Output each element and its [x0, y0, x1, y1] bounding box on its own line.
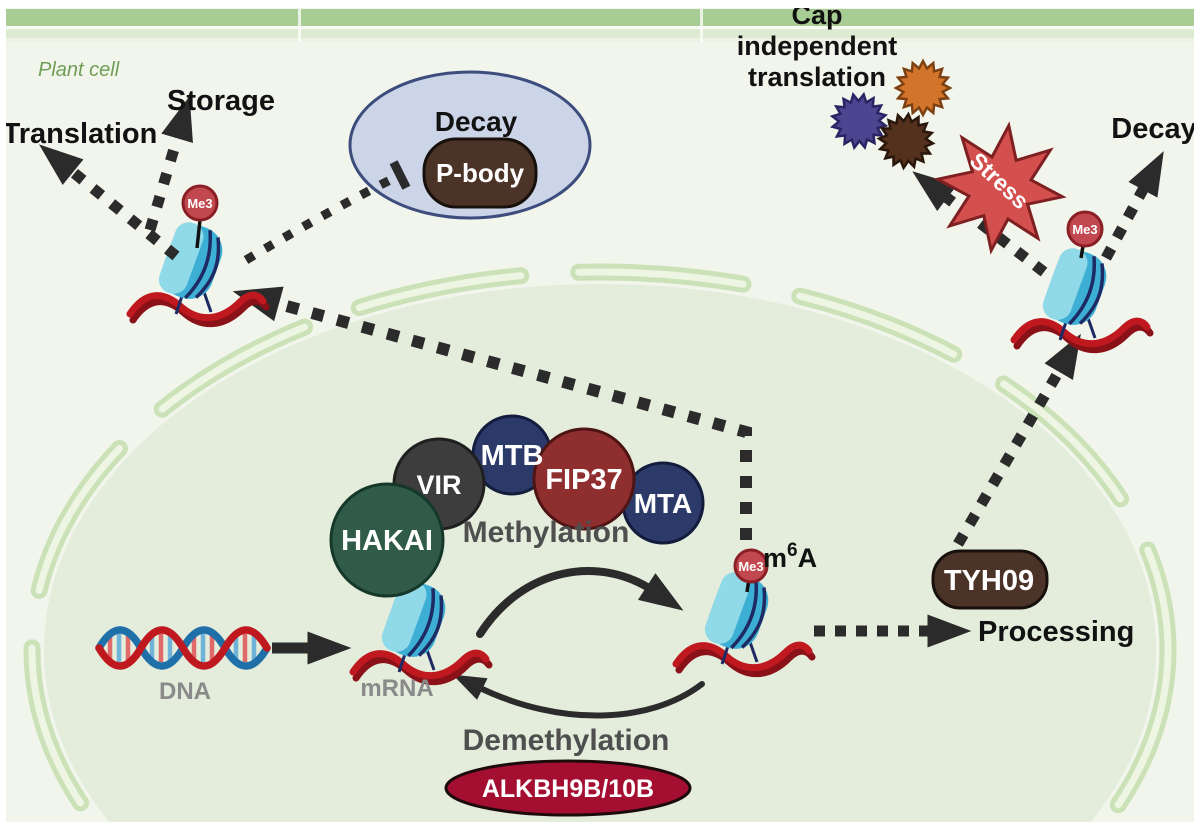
dna-helix [95, 626, 271, 670]
pbody-text: P-body [436, 158, 525, 188]
me3-badge-left: Me3 [181, 184, 219, 249]
processing-label: Processing [978, 616, 1134, 648]
writer-label-hakai: HAKAI [341, 525, 433, 557]
tyh09-export-arrow [953, 333, 1081, 547]
cap-line3: translation [748, 62, 886, 92]
tyh09-text: TYH09 [944, 565, 1034, 597]
wall-seam [298, 9, 301, 42]
cap-line2: independent [737, 31, 898, 61]
writer-label-mta: MTA [634, 488, 693, 519]
stress-star: Stress [933, 121, 1067, 255]
methylation-label: Methylation [463, 516, 630, 549]
m6a-label: m6A [763, 540, 817, 573]
starburst-orange-protein [893, 58, 953, 118]
me3-text: Me3 [738, 559, 763, 574]
cell-membrane-inner [6, 38, 1194, 42]
page-margin-top [0, 0, 1200, 8]
page-margin-right [1194, 0, 1200, 828]
translation-label: Translation [3, 118, 158, 150]
demethylation-arrow [452, 674, 705, 719]
cell-wall [6, 9, 1194, 42]
nuclear-export-arrow [232, 286, 752, 540]
nuclear-envelope [23, 263, 1177, 828]
cell-wall-band [6, 9, 1194, 26]
nucleus [44, 284, 1156, 828]
wall-seam [700, 9, 703, 42]
inhibition-arrow [243, 160, 411, 264]
demethylation-label: Demethylation [463, 724, 670, 757]
page-margin-bottom [0, 822, 1200, 828]
dna-label: DNA [159, 678, 211, 705]
alkbh-text: ALKBH9B/10B [482, 775, 654, 803]
page-margin-left [0, 0, 6, 828]
starburst-brown-protein [876, 111, 936, 171]
decay-label-right: Decay [1111, 113, 1196, 145]
writer-complex: MTB MTA FIP37 VIR HAKAI [329, 414, 705, 598]
writer-circle-hakai [329, 482, 445, 598]
me3-badge-m6a: Me3 [733, 548, 769, 593]
writer-label-mtb: MTB [481, 440, 544, 472]
me3-badge-right: Me3 [1066, 210, 1104, 259]
cell-wall-gap [6, 26, 1194, 29]
decay-arrow-right [1101, 151, 1164, 261]
pbody-badge: P-body [422, 137, 538, 209]
mrna-label: mRNA [360, 675, 433, 702]
alkbh-ellipse: ALKBH9B/10B [444, 759, 692, 817]
writer-label-vir: VIR [416, 470, 461, 500]
writer-label-fip37: FIP37 [545, 464, 622, 496]
cell-membrane-band [6, 29, 1194, 38]
me3-text: Me3 [187, 196, 212, 211]
dna-strand-red [95, 626, 271, 670]
storage-label: Storage [167, 85, 275, 117]
tyh09-badge: TYH09 [931, 549, 1049, 610]
decay-label-left: Decay [435, 106, 518, 137]
plant-cell-label: Plant cell [38, 59, 120, 81]
methylation-arrow [476, 567, 684, 638]
storage-arrow [144, 96, 193, 232]
me3-text: Me3 [1072, 222, 1097, 237]
starburst-purple-protein [829, 91, 889, 151]
writer-circle-fip37 [532, 427, 636, 531]
